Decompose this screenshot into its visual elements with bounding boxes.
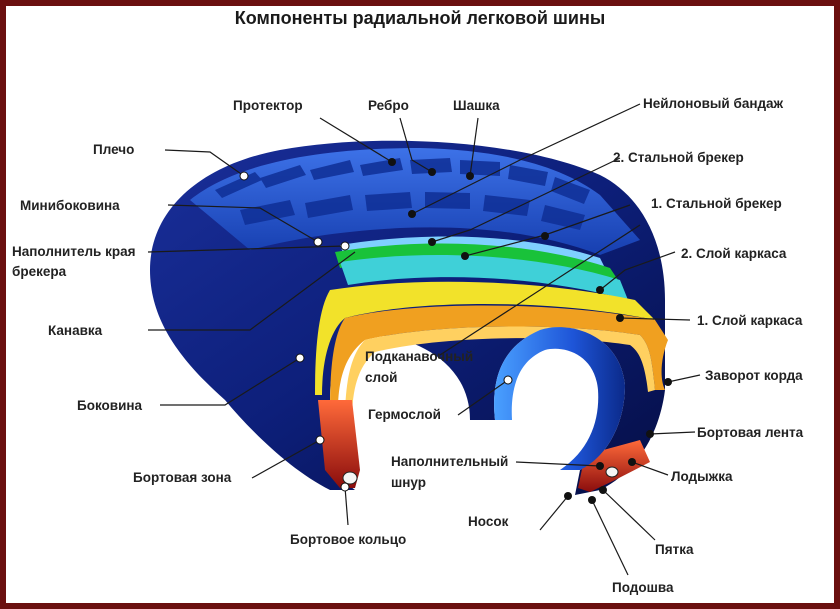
label-breaker-edge-filler-2: брекера bbox=[12, 264, 67, 279]
marker-minisidewall bbox=[313, 237, 323, 247]
marker-edgefiller bbox=[340, 241, 350, 251]
label-bead-ring: Бортовое кольцо bbox=[290, 532, 407, 547]
label-cord-turnup: Заворот корда bbox=[705, 368, 803, 383]
marker-breaker2 bbox=[428, 238, 436, 246]
marker-turnup bbox=[664, 378, 672, 386]
marker-carcass1 bbox=[616, 314, 624, 322]
marker-beadring bbox=[340, 482, 350, 492]
label-shashka: Шашка bbox=[453, 98, 500, 113]
label-filler-cord-1: Наполнительный bbox=[391, 454, 509, 469]
nylon-bandage-layer bbox=[340, 236, 605, 268]
marker-beadzone bbox=[315, 435, 325, 445]
label-steel-breaker-2: 2. Стальной брекер bbox=[613, 150, 744, 165]
marker-sole bbox=[588, 496, 596, 504]
marker-ankle bbox=[628, 458, 636, 466]
marker-subgroove bbox=[541, 232, 549, 240]
marker-innerliner bbox=[503, 375, 513, 385]
label-toe: Носок bbox=[468, 514, 509, 529]
steel-breaker-1-layer bbox=[340, 255, 628, 300]
label-steel-breaker-1: 1. Стальной брекер bbox=[651, 196, 782, 211]
label-subgroove-layer-2: слой bbox=[365, 370, 398, 385]
label-subgroove-layer-1: Подканавочный bbox=[365, 349, 474, 364]
label-sidewall: Боковина bbox=[77, 398, 143, 413]
marker-sidewall bbox=[295, 353, 305, 363]
label-sole: Подошва bbox=[612, 580, 674, 595]
right-sidewall-inner bbox=[494, 327, 625, 470]
label-mini-sidewall: Минибоковина bbox=[20, 198, 120, 213]
label-rebro: Ребро bbox=[368, 98, 409, 113]
marker-shashka bbox=[466, 172, 474, 180]
label-bead-zone: Бортовая зона bbox=[133, 470, 232, 485]
label-groove: Канавка bbox=[48, 323, 103, 338]
marker-breaker1 bbox=[461, 252, 469, 260]
left-bead-ring bbox=[342, 471, 358, 485]
label-nylon-bandage: Нейлоновый бандаж bbox=[643, 96, 784, 111]
carcass-ply-2-layer bbox=[315, 281, 655, 395]
label-heel: Пятка bbox=[655, 542, 694, 557]
inner-liner bbox=[345, 326, 655, 420]
label-ankle: Лодыжка bbox=[671, 469, 733, 484]
diagram-title: Компоненты радиальной легковой шины bbox=[234, 8, 606, 28]
steel-breaker-2-layer bbox=[335, 243, 618, 280]
label-inner-liner: Гермослой bbox=[368, 407, 441, 422]
label-carcass-ply-1: 1. Слой каркаса bbox=[697, 313, 803, 328]
label-bead-tape: Бортовая лента bbox=[697, 425, 804, 440]
marker-carcass2 bbox=[596, 286, 604, 294]
label-plecho: Плечо bbox=[93, 142, 135, 157]
label-protector: Протектор bbox=[233, 98, 303, 113]
label-breaker-edge-filler-1: Наполнитель края bbox=[12, 244, 136, 259]
marker-protector bbox=[388, 158, 396, 166]
marker-plecho bbox=[239, 171, 249, 181]
label-filler-cord-2: шнур bbox=[391, 475, 426, 490]
carcass-ply-1-layer bbox=[330, 305, 668, 410]
marker-beadtape bbox=[646, 430, 654, 438]
left-bead bbox=[318, 400, 360, 488]
marker-dots bbox=[239, 158, 672, 504]
marker-fillercord bbox=[596, 462, 604, 470]
marker-toe bbox=[564, 492, 572, 500]
marker-rebro bbox=[428, 168, 436, 176]
right-bead-ring bbox=[605, 466, 619, 478]
marker-heel bbox=[599, 486, 607, 494]
marker-nylon bbox=[408, 210, 416, 218]
label-carcass-ply-2: 2. Слой каркаса bbox=[681, 246, 787, 261]
